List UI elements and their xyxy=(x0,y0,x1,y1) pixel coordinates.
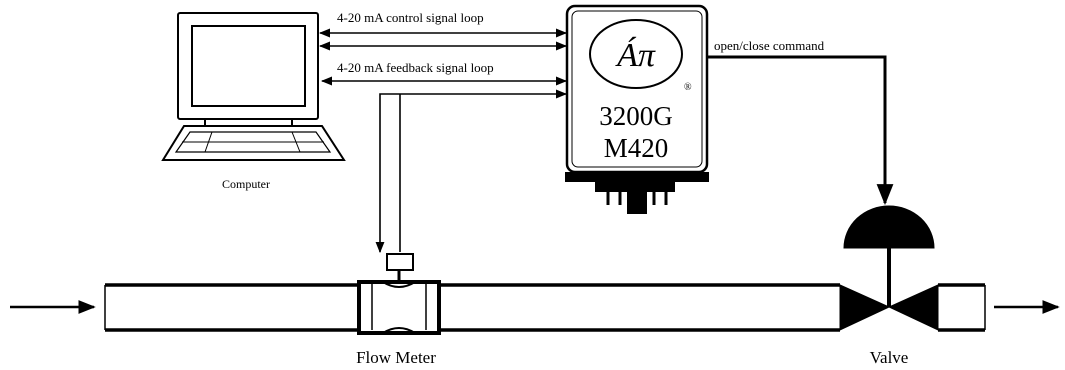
flow-meter xyxy=(357,253,441,335)
valve xyxy=(839,205,939,331)
monitor-frame xyxy=(177,12,319,120)
computer-label: Computer xyxy=(222,177,270,191)
logo-text: Áπ xyxy=(615,37,656,74)
keyboard xyxy=(161,125,346,161)
flow-meter-label: Flow Meter xyxy=(356,348,436,367)
monitor-stand xyxy=(204,118,293,127)
feedback-signal-loop xyxy=(320,76,568,254)
device-model-line1: 3200G xyxy=(599,101,673,131)
valve-label: Valve xyxy=(870,348,909,367)
command-line xyxy=(708,55,894,206)
control-signal-loop xyxy=(318,28,568,51)
control-loop-label: 4-20 mA control signal loop xyxy=(337,10,484,25)
pipe xyxy=(104,283,986,332)
valve-body xyxy=(839,284,939,331)
command-label: open/close command xyxy=(714,38,825,53)
device-model-line2: M420 xyxy=(604,133,669,163)
flow-meter-transmitter xyxy=(386,253,414,271)
feedback-loop-label: 4-20 mA feedback signal loop xyxy=(337,60,494,75)
registered-mark: ® xyxy=(684,82,692,93)
computer-icon xyxy=(161,12,346,161)
monitor-screen xyxy=(191,25,306,107)
valve-actuator xyxy=(843,205,935,249)
logo-badge xyxy=(589,19,683,89)
controller-device: Áπ ® 3200G M420 xyxy=(565,4,709,214)
